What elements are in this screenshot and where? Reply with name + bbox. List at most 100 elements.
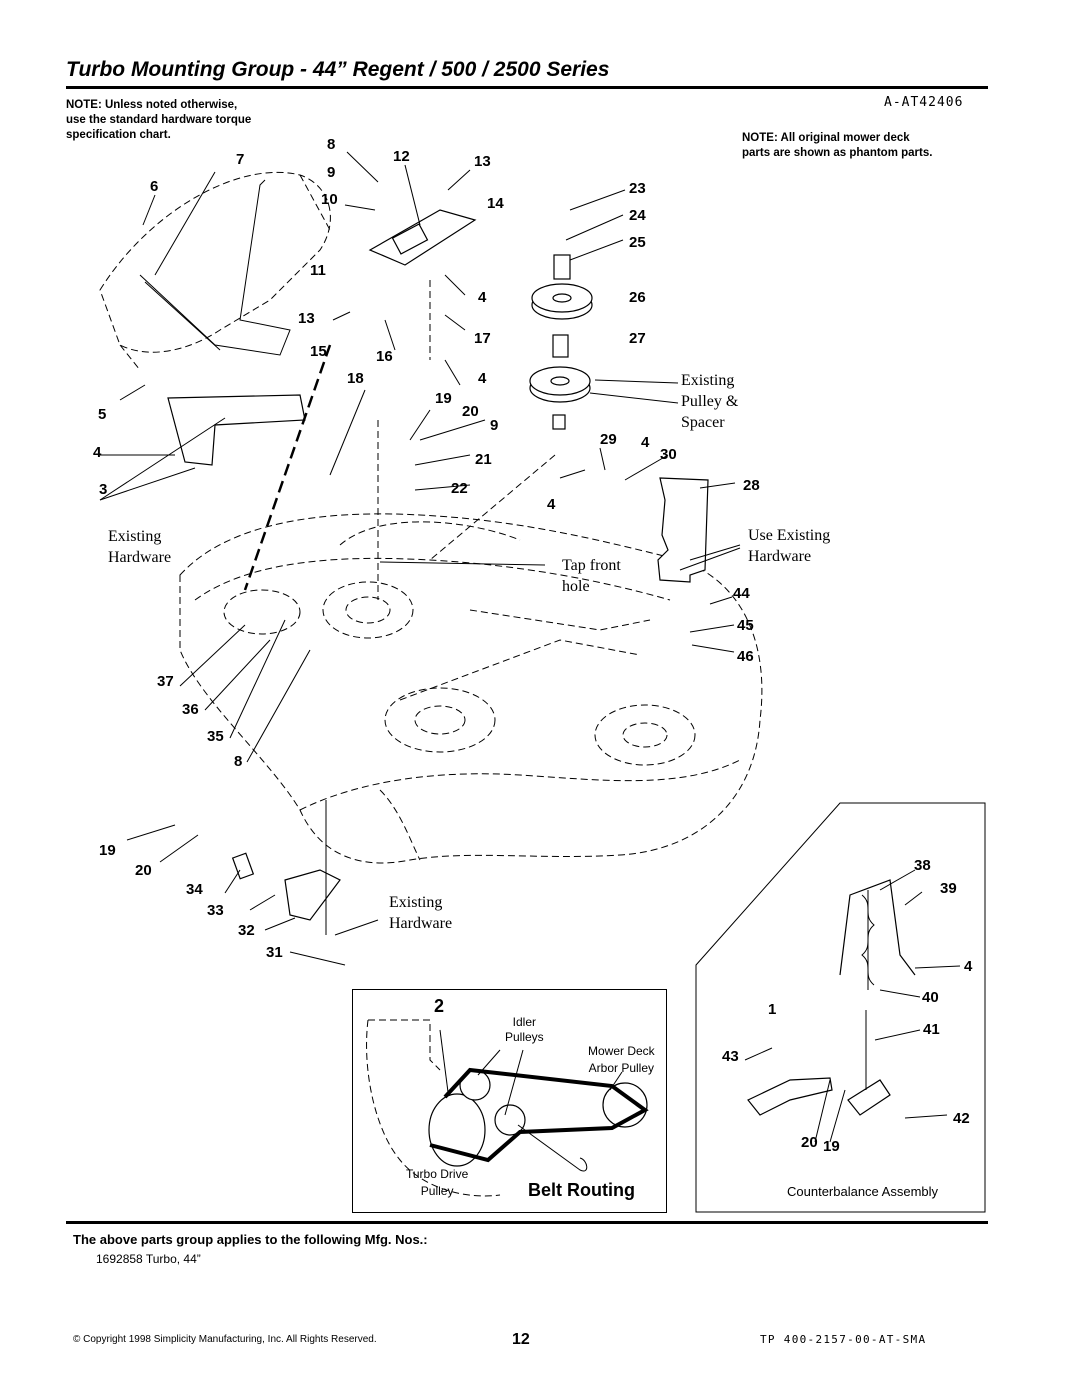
callout-20: 20	[135, 862, 152, 879]
label-line: Spacer	[681, 414, 725, 431]
belt-routing-title: Belt Routing	[528, 1180, 635, 1200]
label-line: Existing	[389, 894, 443, 911]
callout-29: 29	[600, 431, 617, 448]
callout-8: 8	[234, 753, 243, 770]
callout-37: 37	[157, 673, 174, 690]
callout-4: 4	[964, 958, 973, 975]
page-title: Turbo Mounting Group - 44” Regent / 500 …	[66, 58, 610, 81]
page-number: 12	[512, 1331, 530, 1348]
note-right: NOTE: All original mower deck parts are …	[742, 131, 932, 161]
label-line: Turbo Drive	[406, 1167, 469, 1181]
callout-27: 27	[629, 330, 646, 347]
label-line: Use Existing	[748, 527, 831, 544]
counterbalance-label: Counterbalance Assembly	[787, 1184, 939, 1199]
label-line: Existing	[681, 372, 735, 389]
callout-4: 4	[641, 434, 650, 451]
callout-6: 6	[150, 178, 159, 195]
callout-16: 16	[376, 348, 393, 365]
callout-40: 40	[922, 989, 939, 1006]
label-tap-front-hole: Tap front hole	[562, 555, 621, 597]
drawing-code: A-AT42406	[884, 95, 964, 110]
label-line: Existing	[108, 528, 162, 545]
install-path	[243, 344, 332, 591]
callout-12: 12	[393, 148, 410, 165]
callout-38: 38	[914, 857, 931, 874]
mfg-number: 1692858 Turbo, 44”	[96, 1252, 201, 1266]
callout-24: 24	[629, 207, 646, 224]
counterbalance-panel-border	[695, 802, 986, 1213]
note-right-line: NOTE: All original mower deck	[742, 132, 910, 144]
label-line: Hardware	[389, 915, 453, 932]
callout-42: 42	[953, 1110, 970, 1127]
callout-28: 28	[743, 477, 760, 494]
callout-13: 13	[298, 310, 315, 327]
label-use-existing-hardware: Use Existing Hardware	[748, 525, 830, 567]
note-left-line: use the standard hardware torque	[66, 114, 252, 126]
label-line: Hardware	[748, 548, 812, 565]
callout-7: 7	[236, 151, 245, 168]
callout-4: 4	[547, 496, 556, 513]
callout-10: 10	[321, 191, 338, 208]
callout-41: 41	[923, 1021, 940, 1038]
copyright: © Copyright 1998 Simplicity Manufacturin…	[73, 1334, 377, 1345]
phantom-discharge-chute	[99, 171, 331, 371]
pulley-stack	[529, 254, 593, 430]
callout-19: 19	[823, 1138, 840, 1155]
label-line: Mower Deck	[588, 1044, 655, 1058]
label-line: Pulley &	[681, 393, 739, 410]
callout-4: 4	[93, 444, 102, 461]
callout-4: 4	[478, 370, 487, 387]
callout-33: 33	[207, 902, 224, 919]
callout-31: 31	[266, 944, 283, 961]
callout-39: 39	[940, 880, 957, 897]
header-rule	[66, 86, 988, 89]
callout-20: 20	[462, 403, 479, 420]
note-right-line: parts are shown as phantom parts.	[742, 147, 933, 159]
belt-routing-art	[366, 1019, 649, 1197]
deflector-shield	[167, 394, 306, 466]
callout-22: 22	[451, 480, 468, 497]
label-line: Tap front	[562, 557, 621, 574]
label-line: hole	[562, 578, 590, 595]
callout-36: 36	[182, 701, 199, 718]
callout-14: 14	[487, 195, 504, 212]
callout-46: 46	[737, 648, 754, 665]
leader-lines	[99, 151, 961, 1143]
callout-34: 34	[186, 881, 203, 898]
callout-44: 44	[733, 585, 750, 602]
label-line: Hardware	[108, 549, 172, 566]
label-line: Pulley	[420, 1184, 454, 1198]
callout-43: 43	[722, 1048, 739, 1065]
label-existing-hardware-bottom: Existing Hardware	[389, 892, 452, 934]
callout-35: 35	[207, 728, 224, 745]
callout-2: 2	[434, 996, 445, 1016]
callout-3: 3	[99, 481, 108, 498]
note-left: NOTE: Unless noted otherwise, use the st…	[66, 98, 251, 143]
callout-11: 11	[310, 262, 326, 279]
callout-18: 18	[347, 370, 364, 387]
callout-32: 32	[238, 922, 255, 939]
label-mower-deck-arbor-pulley: Mower Deck Arbor Pulley	[588, 1043, 655, 1077]
footer-rule	[66, 1221, 988, 1224]
callout-45: 45	[737, 617, 754, 634]
label-line: Arbor Pulley	[588, 1061, 655, 1075]
callout-9: 9	[327, 164, 336, 181]
callout-13: 13	[474, 153, 491, 170]
callout-4: 4	[478, 289, 487, 306]
phantom-mower-deck	[179, 513, 763, 864]
callout-8: 8	[327, 136, 336, 153]
callout-1: 1	[768, 1001, 777, 1018]
label-existing-pulley: Existing Pulley & Spacer	[681, 370, 738, 433]
callout-5: 5	[98, 406, 107, 423]
callout-25: 25	[629, 234, 646, 251]
doc-code: TP 400-2157-00-AT-SMA	[760, 1333, 927, 1346]
callout-30: 30	[660, 446, 677, 463]
label-line: Pulleys	[505, 1030, 544, 1044]
label-idler-pulleys: Idler Pulleys	[505, 1015, 544, 1045]
callout-21: 21	[475, 451, 492, 468]
label-turbo-drive-pulley: Turbo Drive Pulley	[406, 1166, 468, 1200]
applies-text: The above parts group applies to the fol…	[73, 1232, 428, 1247]
callout-9: 9	[490, 417, 499, 434]
callout-15: 15	[310, 343, 327, 360]
